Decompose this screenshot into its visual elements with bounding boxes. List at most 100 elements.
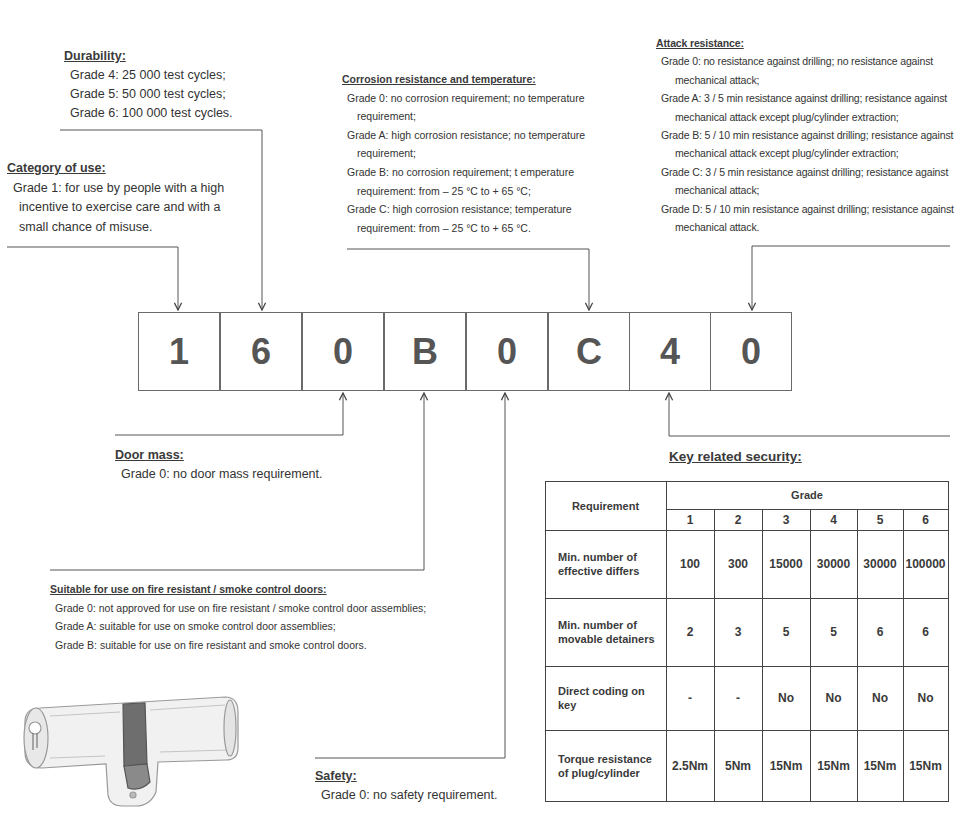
table-text: 5 <box>830 625 837 639</box>
table-cell: No <box>762 666 810 730</box>
table-text: 15Nm <box>817 759 850 773</box>
table-cell: 300 <box>714 530 762 598</box>
grade-description: Grade B: no corrosion requirement; t emp… <box>357 163 610 200</box>
table-cell: 6 <box>903 598 948 666</box>
callout-group: Corrosion resistance and temperature:Gra… <box>342 70 610 237</box>
table-grid <box>545 481 949 802</box>
table-cell: 15Nm <box>857 730 903 801</box>
table-text: No <box>872 691 888 705</box>
callout-heading: Safety: <box>315 767 575 786</box>
table-text: 15Nm <box>864 759 897 773</box>
table-cell: 15Nm <box>903 730 948 801</box>
table-cell: 15000 <box>762 530 810 598</box>
table-cell: 15Nm <box>810 730 857 801</box>
grade-description: Grade 0: no corrosion requirement; no te… <box>357 89 610 126</box>
table-text: 5 <box>783 625 790 639</box>
table-cell: 1 <box>666 509 714 530</box>
callout-group: Durability:Grade 4: 25 000 test cycles;G… <box>64 47 274 123</box>
table-cell: - <box>714 666 762 730</box>
table-text: 30000 <box>863 557 896 571</box>
table-text: 6 <box>877 625 884 639</box>
leader-line <box>752 246 950 310</box>
table-cell: 5 <box>762 598 810 666</box>
table-text: 100 <box>680 557 700 571</box>
callout-heading: Corrosion resistance and temperature: <box>342 70 610 89</box>
grade-description: Grade 0: no door mass requirement. <box>121 465 415 484</box>
grade-description: Grade 0: no resistance against drilling;… <box>675 52 956 89</box>
grade-description: Grade C: 3 / 5 min resistance against dr… <box>675 163 956 200</box>
table-cell: Min. number of movable detainers <box>545 598 666 666</box>
table-cell: Min. number of effective differs <box>545 530 666 598</box>
grade-description: Grade 4: 25 000 test cycles; <box>70 66 274 85</box>
table-cell: 2 <box>666 598 714 666</box>
table-cell: 100000 <box>903 530 948 598</box>
table-text: 2.5Nm <box>672 759 708 773</box>
table-cell: No <box>810 666 857 730</box>
table-text: 5 <box>877 513 884 527</box>
lock-cylinder-illustration <box>24 697 238 806</box>
table-cell: 5Nm <box>714 730 762 801</box>
table-text: 300 <box>728 557 748 571</box>
grade-description: Grade A: 3 / 5 min resistance against dr… <box>675 89 956 126</box>
table-text: Requirement <box>572 499 639 513</box>
table-text: 4 <box>830 513 837 527</box>
callout-group: Category of use:Grade 1: for use by peop… <box>7 159 252 237</box>
table-cell: 100 <box>666 530 714 598</box>
grade-description: Grade D: 5 / 10 min resistance against d… <box>675 200 956 237</box>
grade-box: 4 <box>629 312 711 391</box>
callout-group: Attack resistance:Grade 0: no resistance… <box>656 34 956 236</box>
table-cell: 3 <box>762 509 810 530</box>
table-text: 6 <box>922 513 929 527</box>
leader-line <box>315 393 505 758</box>
table-text: - <box>736 691 740 705</box>
table-text: 6 <box>922 625 929 639</box>
table-cell: Requirement <box>545 481 666 530</box>
callout-heading: Durability: <box>64 47 274 66</box>
table-cell: 3 <box>714 598 762 666</box>
table-cell: 30000 <box>810 530 857 598</box>
table-cell: 2 <box>714 509 762 530</box>
table-text: Min. number of movable detainers <box>558 618 663 646</box>
leader-line <box>115 393 343 435</box>
table-cell: 30000 <box>857 530 903 598</box>
grade-digit: B <box>412 331 438 373</box>
callout-group: Safety:Grade 0: no safety requirement. <box>315 767 575 805</box>
table-cell: Torque resistance of plug/cylinder <box>545 730 666 801</box>
grade-description: Grade 0: not approved for use on fire re… <box>55 599 495 618</box>
table-text: 3 <box>735 625 742 639</box>
table-text: Grade <box>791 488 823 502</box>
grade-description: Grade A: high corrosion resistance; no t… <box>357 126 610 163</box>
callout-heading: Door mass: <box>115 446 415 465</box>
table-text: 100000 <box>905 557 945 571</box>
table-text: No <box>778 691 794 705</box>
table-text: 15Nm <box>909 759 942 773</box>
grade-digit: 1 <box>169 331 189 373</box>
table-cell: 6 <box>903 509 948 530</box>
leader-line <box>50 393 424 570</box>
table-cell: No <box>857 666 903 730</box>
grade-digit: 0 <box>497 331 517 373</box>
grade-description: Grade 5: 50 000 test cycles; <box>70 85 274 104</box>
grade-description: Grade 6: 100 000 test cycles. <box>70 104 274 123</box>
callout-heading: Suitable for use on fire resistant / smo… <box>50 580 495 599</box>
grade-box: 6 <box>220 312 302 391</box>
grade-digit: 0 <box>333 331 353 373</box>
leader-line <box>347 249 589 310</box>
table-text: Torque resistance of plug/cylinder <box>558 752 663 780</box>
table-text: 2 <box>687 625 694 639</box>
table-cell: 2.5Nm <box>666 730 714 801</box>
table-text: 15Nm <box>770 759 803 773</box>
table-cell: 6 <box>857 598 903 666</box>
grade-box: C <box>548 312 630 391</box>
grade-digit: C <box>576 331 602 373</box>
table-text: 5Nm <box>725 759 751 773</box>
callout-heading: Key related security: <box>669 447 929 467</box>
grade-description: Grade A: suitable for use on smoke contr… <box>55 617 495 636</box>
table-text: 3 <box>783 513 790 527</box>
grade-digit: 6 <box>251 331 271 373</box>
table-text: Direct coding on key <box>558 684 663 712</box>
grade-description: Grade 1: for use by people with a high i… <box>19 179 252 238</box>
table-text: - <box>688 691 692 705</box>
